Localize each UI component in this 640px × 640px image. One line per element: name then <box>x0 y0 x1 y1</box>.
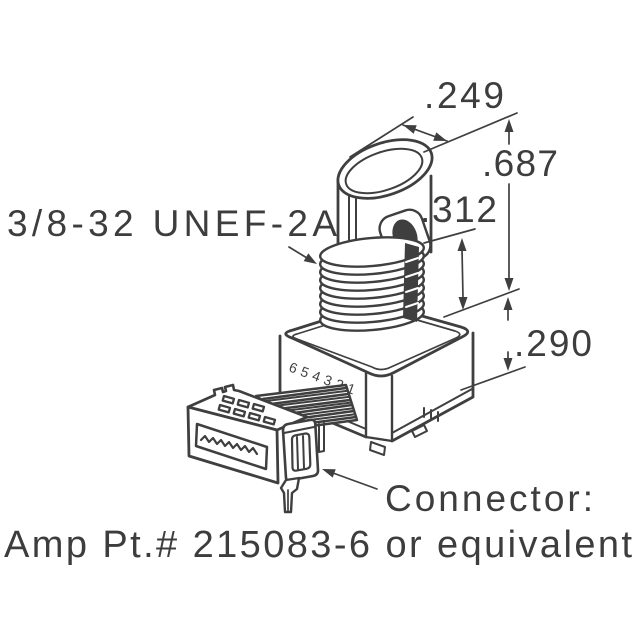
connector-label: Connector: Amp Pt.# 215083-6 or equivale… <box>4 469 632 566</box>
thread-spec-label: 3/8-32 UNEF-2A <box>7 203 337 264</box>
arrowhead-312-top <box>457 238 467 251</box>
dim-shaft-diameter: .249 <box>349 75 518 158</box>
connector <box>186 383 320 514</box>
connector-mounting-peg <box>279 476 301 514</box>
body-vent-ticks <box>423 407 439 422</box>
arrowhead-249-right <box>433 132 447 141</box>
thread-spec-text: 3/8-32 UNEF-2A <box>7 203 337 244</box>
arrowhead-312-bottom <box>458 297 468 310</box>
body-bottom-tab <box>369 441 386 456</box>
arrowhead-687-bottom <box>504 278 514 291</box>
connector-leader-line <box>332 472 378 490</box>
dim-text-overall-height: .687 <box>482 143 558 184</box>
arrowhead-290-top <box>503 297 513 310</box>
connector-leader-arrow <box>322 469 336 478</box>
dim-body-height: .290 <box>460 297 592 391</box>
dim-overall-height: .687 <box>443 119 558 318</box>
thread-spec-leader-line <box>288 246 308 259</box>
ext-line-thread-top <box>423 228 476 244</box>
thread-ring <box>318 236 426 268</box>
connector-wavy-contacts <box>199 434 259 456</box>
shaft-top-face <box>336 138 434 200</box>
body-side-tab <box>411 424 428 438</box>
ext-line-shaft-right <box>423 112 518 153</box>
threaded-bushing <box>318 236 426 332</box>
connector-title-text: Connector: <box>385 478 593 519</box>
shaft-top-chamfer <box>344 147 424 195</box>
arrowhead-290-bottom <box>503 358 513 371</box>
ext-line-shaft-left <box>349 116 414 158</box>
ext-line-body-top <box>443 288 520 318</box>
dim-text-body-height: .290 <box>514 323 592 364</box>
arrowhead-249-left <box>403 125 417 134</box>
body-front-chamfer <box>364 371 394 443</box>
bushing-slot <box>403 243 419 322</box>
ext-line-body-bottom <box>460 366 526 391</box>
thread-spec-leader-arrow <box>303 253 317 264</box>
arrowhead-687-top <box>504 119 514 132</box>
pin-legs <box>318 422 325 453</box>
dim-line-312 <box>461 248 464 299</box>
dim-bushing-length: .312 <box>420 189 497 310</box>
connector-latch-top-line <box>283 426 315 434</box>
dim-text-bushing-length: .312 <box>420 189 497 230</box>
connector-part-number-text: Amp Pt.# 215083-6 or equivalent <box>4 524 632 566</box>
connector-latch-window <box>290 432 312 472</box>
dim-text-shaft-diameter: .249 <box>424 75 504 116</box>
bushing-slot-thread-dashes <box>405 257 419 308</box>
body-front-right-face <box>390 331 475 443</box>
connector-latch-window-bars <box>296 435 305 470</box>
connector-contact-slots <box>217 394 277 426</box>
